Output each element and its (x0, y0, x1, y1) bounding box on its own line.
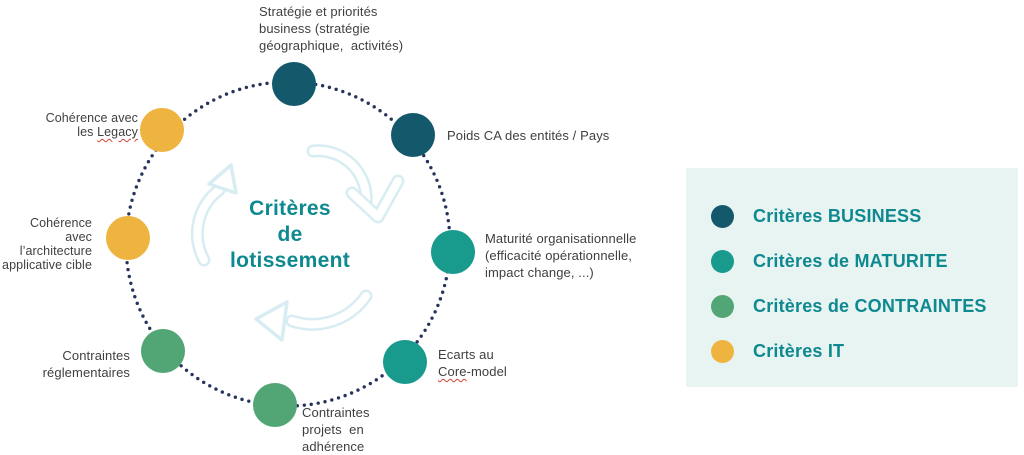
label-ecarts-core-model: Ecarts au Core-model (438, 346, 507, 380)
label-ecarts-suffix: -model (466, 364, 507, 379)
label-legacy-prefix: les (77, 125, 98, 139)
legend-item-maturite: Critères de MATURITE (711, 250, 948, 273)
node-contraintes-reglementaires (141, 329, 185, 373)
node-strategie-business (272, 62, 316, 106)
legend-panel: Critères BUSINESS Critères de MATURITE C… (686, 168, 1018, 387)
legend-item-contraintes: Critères de CONTRAINTES (711, 295, 987, 318)
node-legacy (140, 108, 184, 152)
contraintes-dot-circle (711, 295, 734, 318)
business-dot-icon (711, 205, 734, 228)
lotissement-cycle-diagram (106, 62, 475, 427)
node-maturite-organisationnelle (431, 230, 475, 274)
label-maturite-organisationnelle: Maturité organisationnelle (efficacité o… (485, 231, 637, 280)
legend-item-business: Critères BUSINESS (711, 205, 921, 228)
label-legacy-line1: Cohérence avec (45, 111, 138, 125)
business-dot-circle (711, 205, 734, 228)
arrow-body-fill (309, 146, 371, 207)
cycle-arrow-top-right (306, 144, 405, 224)
cycle-arrow-top-left (190, 163, 238, 267)
legend-label-contraintes: Critères de CONTRAINTES (753, 296, 987, 316)
label-ecarts-core-word: Core (438, 364, 467, 379)
legend-item-it: Critères IT (711, 340, 844, 363)
arrow-head (254, 300, 289, 342)
it-dot-icon (711, 340, 734, 363)
legend-label-it: Critères IT (753, 341, 845, 361)
cycle-arrow-bottom (254, 289, 373, 342)
arrow-body-fill (193, 186, 223, 264)
contraintes-dot-icon (711, 295, 734, 318)
label-architecture-cible: Cohérence avec l’architecture applicativ… (2, 216, 92, 272)
node-ecarts-core-model (383, 340, 427, 384)
label-legacy-word: Legacy (97, 125, 138, 139)
diagram-title: Critères de lotissement (230, 197, 350, 272)
label-contraintes-reglementaires: Contraintes réglementaires (42, 348, 130, 380)
label-strategie-business: Stratégie et priorités business (stratég… (259, 4, 404, 53)
node-contraintes-projets (253, 383, 297, 427)
label-contraintes-projets: Contraintes projets en adhérence (302, 405, 370, 454)
maturite-dot-circle (711, 250, 734, 273)
legend-label-business: Critères BUSINESS (753, 206, 922, 226)
node-poids-ca (391, 113, 435, 157)
legend-label-maturite: Critères de MATURITE (753, 251, 948, 271)
label-poids-ca: Poids CA des entités / Pays (447, 128, 610, 143)
arrow-head (207, 163, 238, 195)
it-dot-circle (711, 340, 734, 363)
node-architecture-cible (106, 216, 150, 260)
label-ecarts-line1: Ecarts au (438, 347, 494, 362)
arrow-head-fill (348, 177, 402, 221)
arrow-body-fill (288, 292, 370, 329)
maturite-dot-icon (711, 250, 734, 273)
